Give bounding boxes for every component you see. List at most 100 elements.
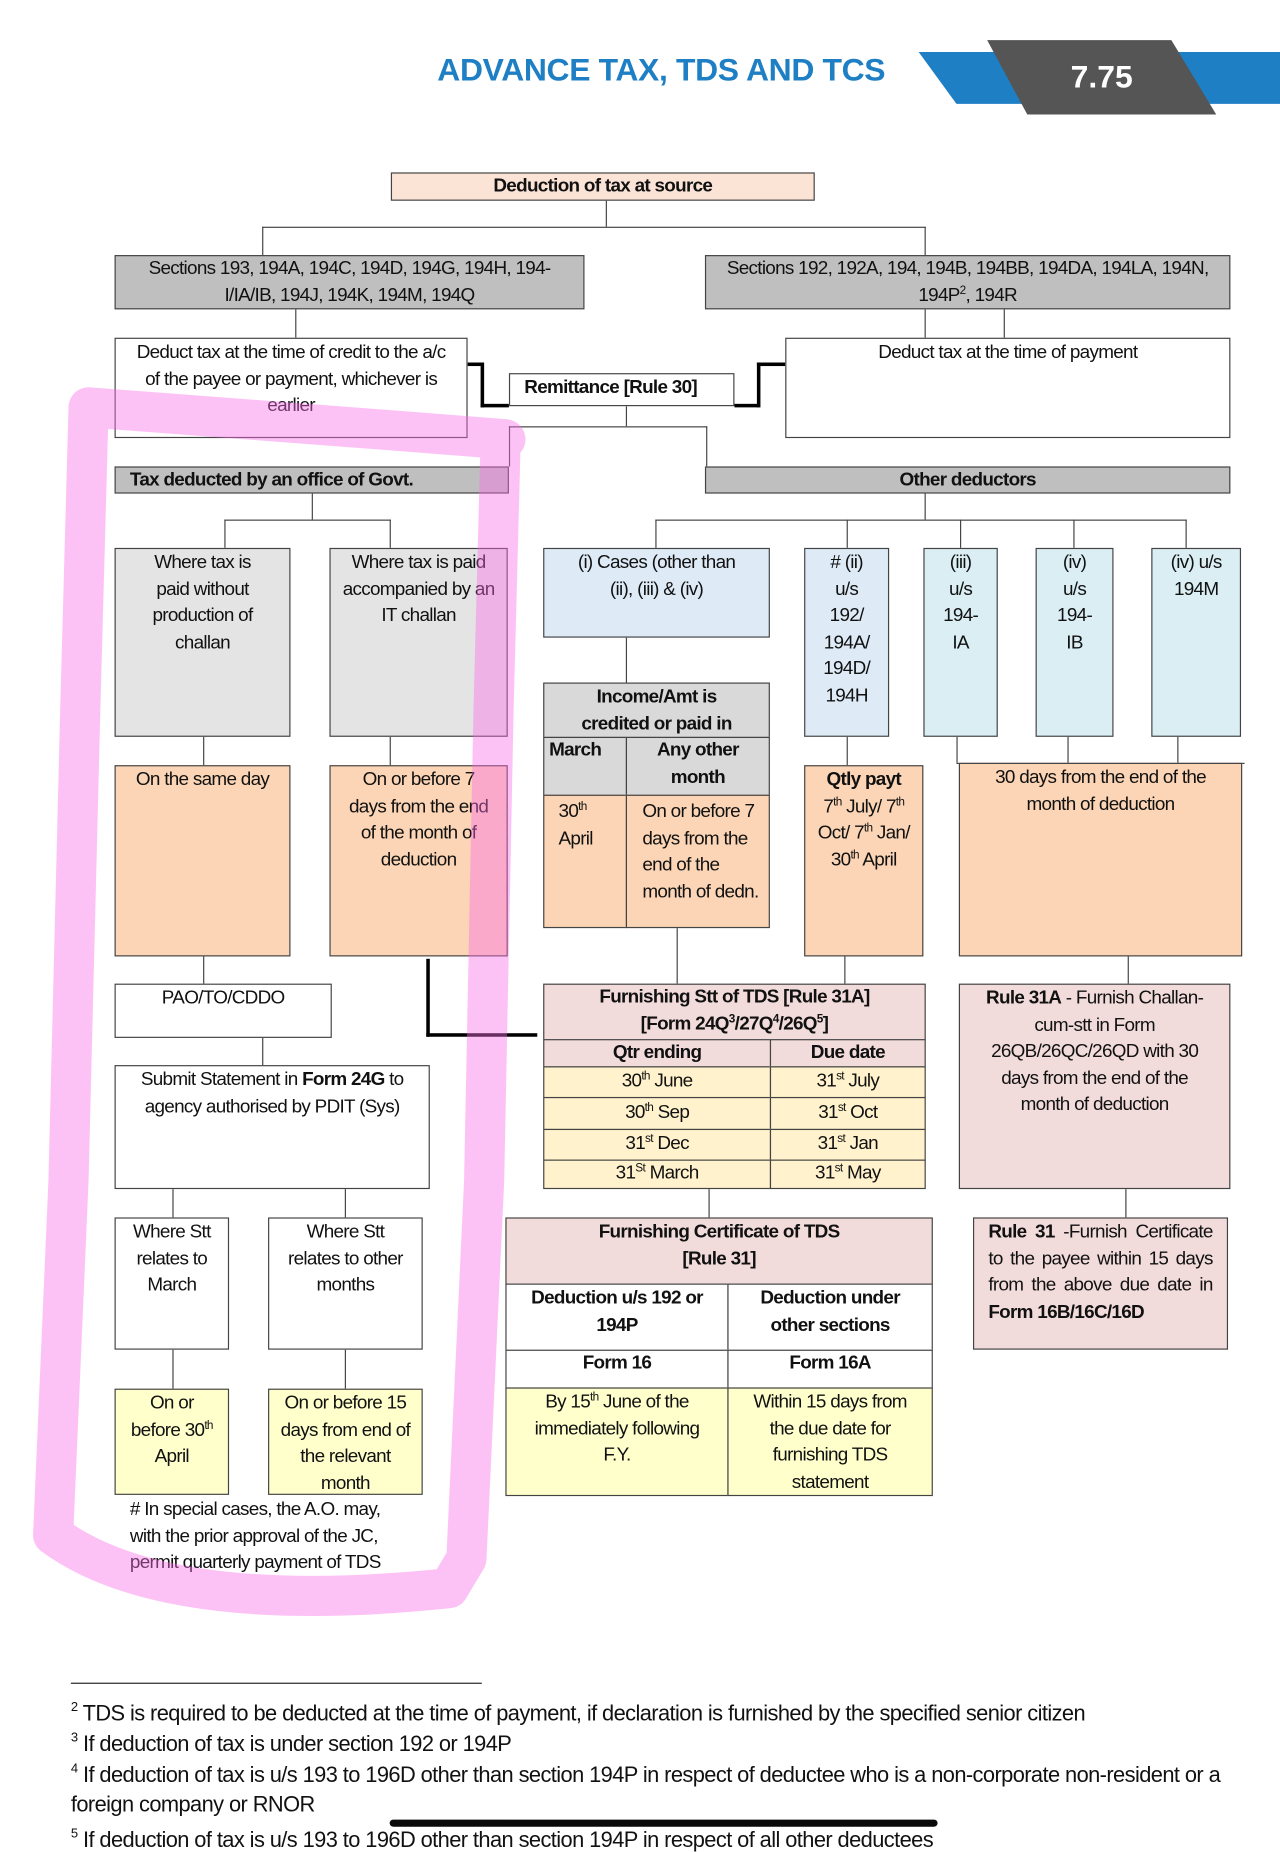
income-table: Income/Amt is credited or paid in March … [543, 682, 770, 929]
stt-col-qtr: Qtr ending [543, 1039, 772, 1068]
date-text: 7 [823, 796, 834, 817]
submit-text: Submit Statement in [140, 1069, 303, 1090]
rule-31-text: -Furnish Certificate to the payee within… [988, 1222, 1213, 1296]
quarterly-payment-node: Qtly payt 7th July/ 7th Oct/ 7th Jan/ 30… [804, 765, 924, 957]
stt-qtr-cell: 31st Dec [543, 1128, 772, 1161]
footnote-ref: 3 [728, 1012, 736, 1026]
connector [1177, 736, 1179, 763]
footnote: 3 If deduction of tax is under section 1… [71, 1729, 1252, 1760]
income-val-march-rest: April [558, 828, 594, 849]
page-number: 7.75 [1070, 59, 1133, 95]
footnote-ref: 5 [816, 1012, 824, 1026]
cell-sup: th [644, 1101, 654, 1115]
due-text: On or before 30 [130, 1393, 205, 1440]
certificate-title: Furnishing Certificate of TDS [Rule 31] [505, 1217, 933, 1285]
rule-31a-text: - Furnish Challan-cum-stt in Form 26QB/2… [991, 988, 1204, 1115]
stt-title-text: Furnishing Stt of TDS [Rule 31A] [599, 987, 870, 1008]
cell-num: 30 [621, 1070, 642, 1092]
connector [706, 426, 708, 467]
connector [924, 309, 927, 338]
quarterly-payment-dates: 7th July/ 7th Oct/ 7th Jan/ 30th April [812, 794, 915, 874]
thick-connector [734, 403, 760, 408]
income-val-other: On or before 7 days from the end of the … [625, 794, 770, 929]
stt-march-node: Where Stt relates to March [114, 1217, 230, 1350]
connector [172, 1189, 175, 1218]
thick-connector [480, 403, 509, 408]
with-challan-node: Where tax is paid accompanied by an IT c… [329, 547, 508, 737]
thick-connector [480, 362, 485, 408]
sections-right-text: Sections 192, 192A, 194, 194B, 194BB, 19… [726, 258, 1209, 306]
connector [224, 519, 391, 522]
stt-due-cell: 31st July [769, 1066, 926, 1099]
cell-sup: st [645, 1132, 653, 1146]
connector [203, 956, 205, 984]
connector [508, 426, 511, 467]
rule-31-node: Rule 31 -Furnish Certificate to the paye… [972, 1217, 1229, 1350]
cell-num: 31 [625, 1133, 646, 1154]
stt-due-cell: 31st Oct [769, 1096, 926, 1131]
case-iii-node: (iii) u/s 194-IA [923, 547, 998, 737]
page-title: ADVANCE TAX, TDS AND TCS [437, 51, 886, 88]
thick-connector [467, 362, 483, 367]
stt-qtr-cell: 30th June [543, 1066, 772, 1099]
cell-rest: Oct [845, 1102, 878, 1123]
cell-sup: st [837, 1101, 846, 1115]
cell-rest: June [649, 1070, 693, 1092]
connector [605, 199, 608, 227]
certificate-col-192: Deduction u/s 192 or 194P [505, 1283, 729, 1351]
connector [172, 1349, 175, 1389]
connector [1127, 956, 1130, 984]
form-text: [Form 24Q [640, 1013, 730, 1034]
due-text-end: April [154, 1446, 190, 1467]
cell-num: 30 [625, 1102, 645, 1123]
connector [956, 736, 959, 763]
date-sup: th [895, 795, 905, 809]
connector [262, 226, 264, 256]
stt-march-due-node: On or before 30th April [114, 1388, 230, 1495]
redaction-bar [389, 1819, 938, 1827]
gray-tab [987, 40, 1217, 115]
footnote-text: If deduction of tax is under section 192… [82, 1731, 512, 1756]
connector [846, 736, 849, 766]
thick-connector [756, 362, 786, 367]
connector [224, 519, 226, 548]
rule-31-forms: Form 16B/16C/16D [988, 1301, 1144, 1322]
rule-31a-label: Rule 31A [986, 988, 1062, 1009]
connector [655, 519, 1187, 522]
cell-rest: Jan [845, 1133, 879, 1154]
sections-left-node: Sections 193, 194A, 194C, 194D, 194G, 19… [114, 255, 585, 310]
connector [924, 226, 927, 256]
connector [625, 637, 628, 683]
form-16a: Form 16A [727, 1349, 933, 1389]
seven-days-node: On or before 7 days from the end of the … [329, 765, 508, 957]
page-number-banner [918, 40, 1280, 115]
connector [295, 309, 297, 338]
cell-num: 31 [817, 1133, 838, 1154]
stt-other-due-node: On or before 15 days from end of the rel… [268, 1388, 423, 1495]
stt-table: Furnishing Stt of TDS [Rule 31A] [Form 24… [543, 983, 926, 1190]
stt-forms: [Form 24Q3/27Q4/26Q5] [544, 1011, 924, 1038]
footnote-number: 4 [70, 1761, 78, 1776]
footnote-text: TDS is required to be deducted at the ti… [82, 1700, 1086, 1726]
cell-rest: July [843, 1070, 880, 1092]
certificate-table: Furnishing Certificate of TDS [Rule 31] … [505, 1217, 933, 1497]
income-val-march-sup: th [578, 800, 587, 814]
connector [508, 426, 708, 428]
connector [1067, 736, 1070, 763]
cell-rest: Sep [653, 1102, 690, 1123]
deduct-credit-node: Deduct tax at the time of credit to the … [114, 337, 468, 439]
sections-right-text-end: , 194R [965, 285, 1018, 306]
connector [1073, 519, 1075, 548]
connector [389, 519, 392, 548]
stt-title: Furnishing Stt of TDS [Rule 31A] [Form 24… [543, 983, 926, 1041]
stt-col-due: Due date [769, 1039, 926, 1068]
stt-due-cell: 31st Jan [769, 1128, 926, 1161]
cell-num: 31 [818, 1102, 838, 1123]
footnote: 2 TDS is required to be deducted at the … [71, 1698, 1252, 1729]
without-challan-node: Where tax is paid without production of … [114, 547, 291, 737]
cell-sup: th [641, 1069, 650, 1083]
footnote-text: If deduction of tax is u/s 193 to 196D o… [82, 1826, 934, 1852]
pao-node: PAO/TO/CDDO [114, 983, 332, 1038]
income-col-other: Any other month [625, 736, 770, 796]
sections-right-node: Sections 192, 192A, 194, 194B, 194BB, 19… [704, 255, 1231, 310]
